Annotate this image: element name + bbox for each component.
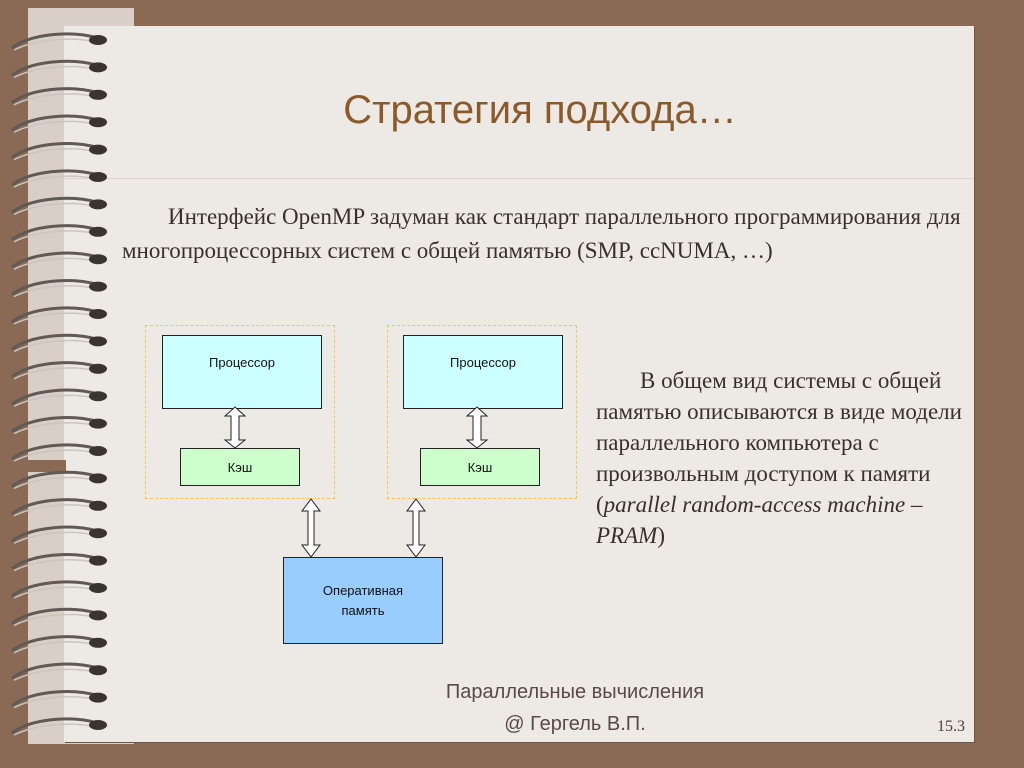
binding-ring (11, 635, 107, 654)
binding-ring (11, 470, 107, 490)
binding-ring (11, 59, 107, 79)
binding-ring (11, 525, 107, 544)
footer-author: @ Гергель В.П. (504, 713, 646, 735)
pram-description-prefix: В общем вид системы с общей памятью опис… (596, 368, 962, 517)
binding-ring (11, 580, 107, 599)
binding-ring (11, 662, 107, 681)
binding-ring (11, 251, 107, 270)
memory-label-line1: Оперативная (322, 582, 404, 598)
left-node-group (145, 325, 335, 499)
pram-description-suffix: ) (657, 523, 665, 548)
binding-ring (11, 498, 107, 517)
pram-description: В общем вид системы с общей памятью опис… (596, 365, 976, 551)
right-processor-box: Процессор (403, 335, 563, 409)
left-processor-label: Процессор (209, 354, 275, 370)
binding-ring (11, 142, 107, 161)
binding-ring (11, 196, 107, 216)
binding-ring (11, 32, 107, 51)
left-cache-box: Кэш (180, 448, 300, 486)
binding-ring (11, 553, 107, 572)
binding-ring (11, 690, 107, 709)
binding-ring (11, 388, 107, 407)
binding-ring (11, 169, 107, 188)
binding-ring (11, 224, 107, 243)
left-processor-box: Процессор (162, 335, 322, 409)
binding-ring (11, 416, 107, 435)
binding-ring (11, 114, 107, 133)
right-processor-label: Процессор (450, 354, 516, 370)
binding-ring (11, 717, 107, 736)
memory-label-line2: память (341, 602, 385, 618)
binding-ring (11, 306, 107, 325)
binding-ring (11, 361, 107, 380)
right-node-group (387, 325, 577, 499)
page-notch (0, 460, 66, 472)
memory-box: Оперативная память (283, 557, 443, 644)
page-number: 15.3 (937, 718, 965, 735)
slide-title: Стратегия подхода… (343, 88, 737, 132)
binding-ring (11, 443, 107, 462)
spiral-binding (11, 32, 107, 736)
footer-course: Параллельные вычисления (445, 681, 705, 703)
right-cache-box: Кэш (420, 448, 540, 486)
binding-ring (11, 333, 107, 353)
left-cache-label: Кэш (227, 459, 253, 475)
pram-description-italic: parallel random-access machine – PRAM (596, 492, 923, 548)
title-divider (64, 178, 974, 179)
footer: Параллельные вычисления @ Гергель В.П. (380, 676, 770, 740)
binding-ring (11, 607, 107, 627)
binding-ring (11, 279, 107, 298)
right-cache-label: Кэш (467, 459, 493, 475)
binding-ring (11, 87, 107, 106)
intro-paragraph: Интерфейс OpenMP задуман как стандарт па… (122, 204, 961, 263)
